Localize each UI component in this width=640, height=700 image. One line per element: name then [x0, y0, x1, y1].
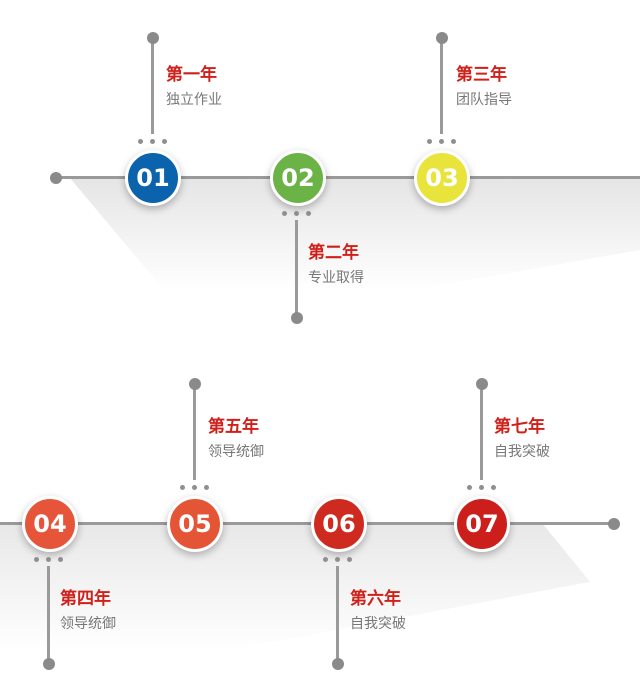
milestone-05-connector-dot — [189, 378, 201, 390]
milestone-04-node: 04 — [22, 496, 78, 552]
milestone-02-year: 第二年 — [308, 243, 359, 263]
milestone-02-connector-dot — [291, 312, 303, 324]
milestone-01-connector — [151, 38, 154, 134]
milestone-02-label: 第二年 专业取得 — [308, 242, 364, 288]
milestone-04-connector-dot — [43, 658, 55, 670]
milestone-05-label: 第五年 领导统御 — [208, 416, 264, 462]
milestone-03-connector — [440, 38, 443, 134]
milestone-01-dots — [138, 139, 168, 144]
milestone-05-node: 05 — [167, 496, 223, 552]
milestone-01-year: 第一年 — [166, 65, 217, 85]
milestone-03-dots — [427, 139, 457, 144]
milestone-04-dots — [34, 557, 64, 562]
milestone-01-desc: 独立作业 — [166, 92, 222, 108]
milestone-02-connector — [295, 220, 298, 318]
row1-axis — [56, 176, 640, 179]
milestone-02-desc: 专业取得 — [308, 270, 364, 286]
milestone-06-dots — [323, 557, 353, 562]
milestone-01-connector-dot — [147, 32, 159, 44]
row1-start-dot — [50, 172, 62, 184]
milestone-03-connector-dot — [436, 32, 448, 44]
row2-axis — [0, 522, 614, 525]
milestone-05-connector — [193, 384, 196, 480]
row2-end-dot — [608, 518, 620, 530]
milestone-01-node: 01 — [125, 150, 181, 206]
milestone-03-desc: 团队指导 — [456, 92, 512, 108]
milestone-04-year: 第四年 — [60, 589, 111, 609]
milestone-04-connector — [47, 566, 50, 664]
milestone-06-year: 第六年 — [350, 589, 401, 609]
milestone-06-connector-dot — [332, 658, 344, 670]
milestone-05-dots — [180, 485, 210, 490]
milestone-01-label: 第一年 独立作业 — [166, 64, 222, 110]
milestone-06-connector — [336, 566, 339, 664]
milestone-06-desc: 自我突破 — [350, 616, 406, 632]
milestone-07-connector-dot — [476, 378, 488, 390]
milestone-03-node: 03 — [414, 150, 470, 206]
milestone-06-node: 06 — [311, 496, 367, 552]
milestone-07-dots — [467, 485, 497, 490]
milestone-07-connector — [480, 384, 483, 480]
milestone-07-desc: 自我突破 — [494, 444, 550, 460]
milestone-02-dots — [282, 211, 312, 216]
milestone-04-label: 第四年 领导统御 — [60, 588, 116, 634]
milestone-05-desc: 领导统御 — [208, 444, 264, 460]
milestone-03-label: 第三年 团队指导 — [456, 64, 512, 110]
milestone-07-node: 07 — [454, 496, 510, 552]
milestone-04-desc: 领导统御 — [60, 616, 116, 632]
milestone-07-label: 第七年 自我突破 — [494, 416, 550, 462]
milestone-05-year: 第五年 — [208, 417, 259, 437]
milestone-02-node: 02 — [270, 150, 326, 206]
milestone-03-year: 第三年 — [456, 65, 507, 85]
milestone-07-year: 第七年 — [494, 417, 545, 437]
milestone-06-label: 第六年 自我突破 — [350, 588, 406, 634]
